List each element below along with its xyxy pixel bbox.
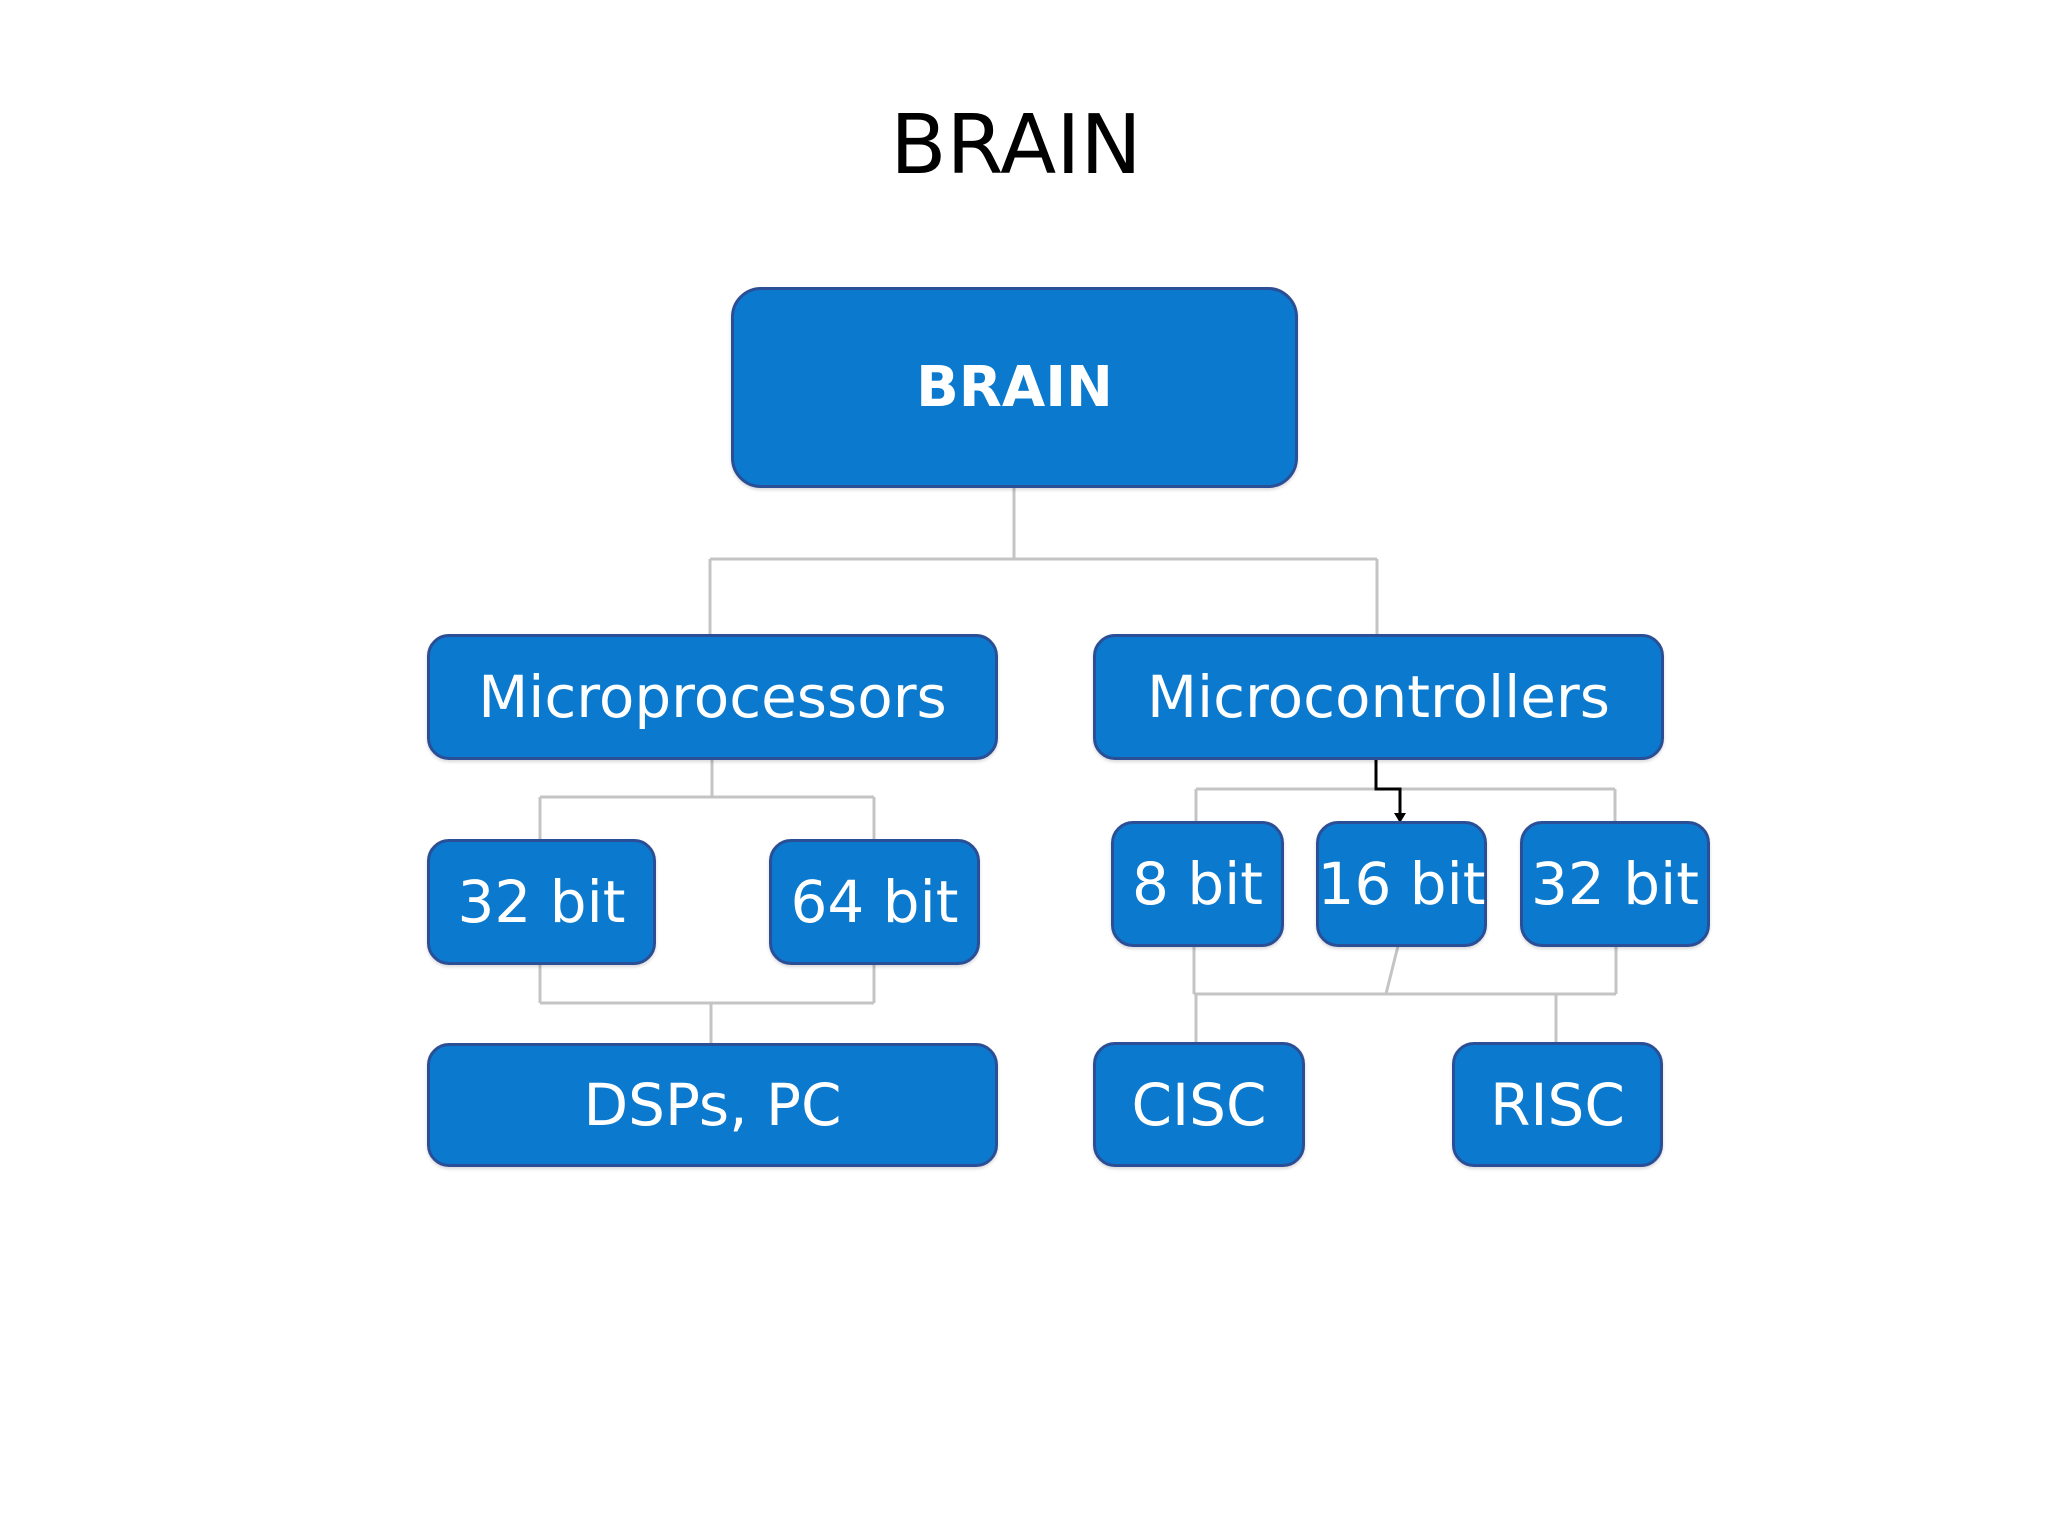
node-mc-8-bit: 8 bit (1111, 821, 1284, 947)
node-dsps-pc: DSPs, PC (427, 1043, 998, 1167)
node-brain: BRAIN (731, 287, 1298, 488)
node-mp-64-bit: 64 bit (769, 839, 980, 965)
connector-16bit-down (1384, 945, 1400, 995)
node-risc: RISC (1452, 1042, 1663, 1167)
connector-mc-to-16bit (1374, 759, 1402, 815)
node-mc-32-bit: 32 bit (1520, 821, 1710, 947)
node-mc-16-bit: 16 bit (1316, 821, 1487, 947)
slide-title: BRAIN (890, 98, 1142, 193)
node-microprocessors: Microprocessors (427, 634, 998, 760)
node-cisc: CISC (1093, 1042, 1305, 1167)
connector-16bit-arrowhead (1394, 813, 1406, 823)
node-microcontrollers: Microcontrollers (1093, 634, 1664, 760)
node-mp-32-bit: 32 bit (427, 839, 656, 965)
